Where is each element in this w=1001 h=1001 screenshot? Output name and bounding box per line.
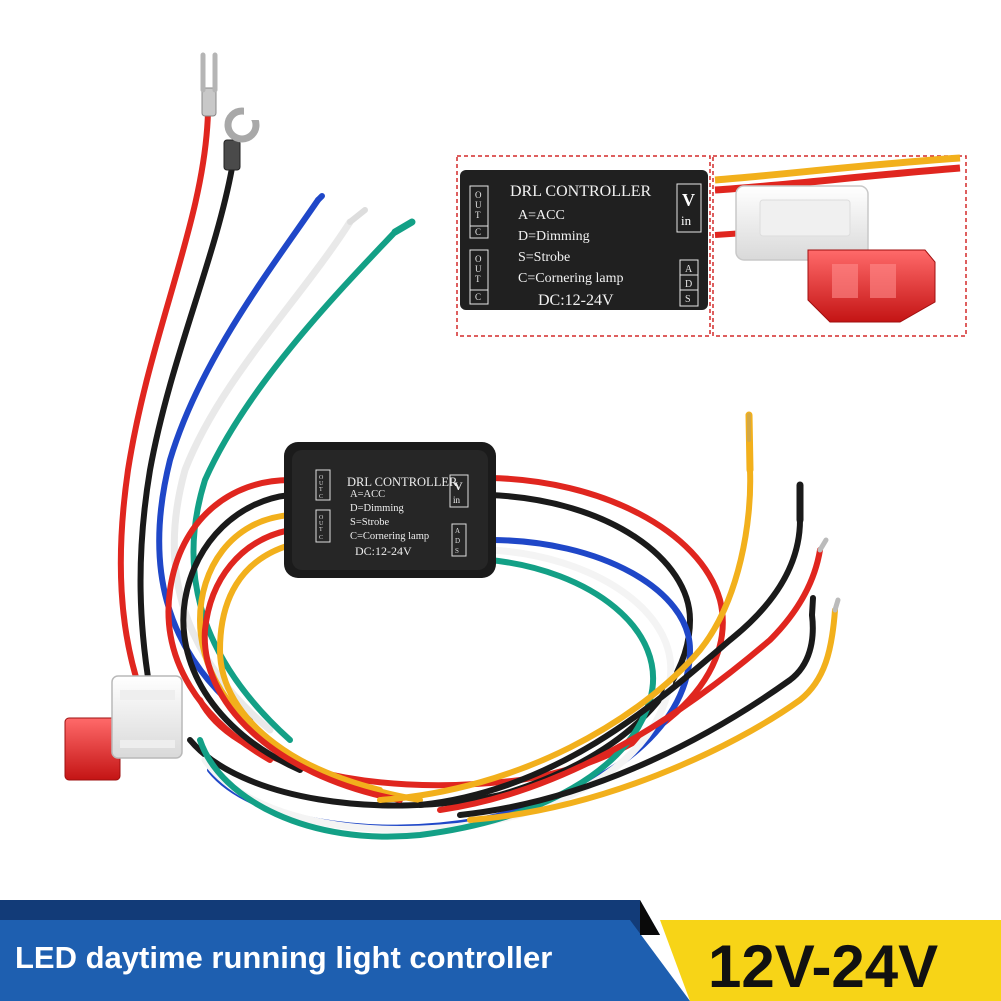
inset-line-dimming: D=Dimming [518, 229, 590, 244]
inset-out-u1: U [475, 200, 482, 210]
fork-terminal-icon [200, 52, 218, 117]
inset-out-t1: T [475, 210, 481, 220]
inset-fuse-closeup [712, 154, 967, 337]
module-out-c1: C [319, 494, 323, 500]
black-wire [137, 165, 235, 693]
inset-out-o2: O [475, 254, 482, 264]
banner-left-text: LED daytime running light controller [15, 940, 552, 975]
ring-terminal-icon [223, 106, 264, 171]
module-out-u2: U [319, 521, 324, 527]
bottom-banner: LED daytime running light controller 12V… [0, 900, 1001, 1001]
inset-title: DRL CONTROLLER [510, 183, 652, 200]
inset-vin-in: in [681, 213, 692, 228]
inset-out-o1: O [475, 190, 482, 200]
module-out-t2: T [319, 527, 323, 533]
fuse-holder [64, 675, 183, 781]
module-line-strobe: S=Strobe [350, 517, 390, 528]
module-line-cornering: C=Cornering lamp [350, 531, 429, 542]
module-title: DRL CONTROLLER [347, 475, 458, 489]
module-line-acc: A=ACC [350, 489, 385, 500]
module-voltage: DC:12-24V [355, 544, 412, 558]
inset-vin-v: V [682, 190, 695, 210]
module-out-o1: O [319, 475, 324, 481]
module-ads-s: S [455, 547, 459, 555]
module-vin-v: V [454, 479, 463, 493]
inset-voltage: DC:12-24V [538, 292, 614, 309]
inset-ads-a: A [685, 264, 693, 275]
controller-module: DRL CONTROLLER A=ACC D=Dimming S=Strobe … [284, 442, 496, 578]
red-wire [117, 109, 211, 693]
inset-label-closeup: DRL CONTROLLER A=ACC D=Dimming S=Strobe … [456, 155, 711, 337]
module-ads-d: D [455, 537, 460, 545]
wire-tips [315, 193, 841, 618]
inset-out-c2: C [475, 292, 481, 302]
inset-out-u2: U [475, 264, 482, 274]
inset-line-cornering: C=Cornering lamp [518, 271, 624, 286]
inset-line-strobe: S=Strobe [518, 250, 570, 265]
module-out-t1: T [319, 487, 323, 493]
module-out-o2: O [319, 515, 324, 521]
inset-out-c1: C [475, 227, 481, 237]
module-vin-in: in [453, 495, 461, 505]
module-ads-a: A [455, 527, 460, 535]
inset-ads-d: D [685, 279, 692, 290]
banner-right-text: 12V-24V [708, 933, 938, 1000]
inset-line-acc: A=ACC [518, 208, 565, 223]
inset-out-t2: T [475, 274, 481, 284]
inset-ads-s: S [685, 294, 691, 305]
module-out-u1: U [319, 481, 324, 487]
module-line-dimming: D=Dimming [350, 503, 405, 514]
wire-harness [117, 109, 838, 840]
module-out-c2: C [319, 535, 323, 541]
